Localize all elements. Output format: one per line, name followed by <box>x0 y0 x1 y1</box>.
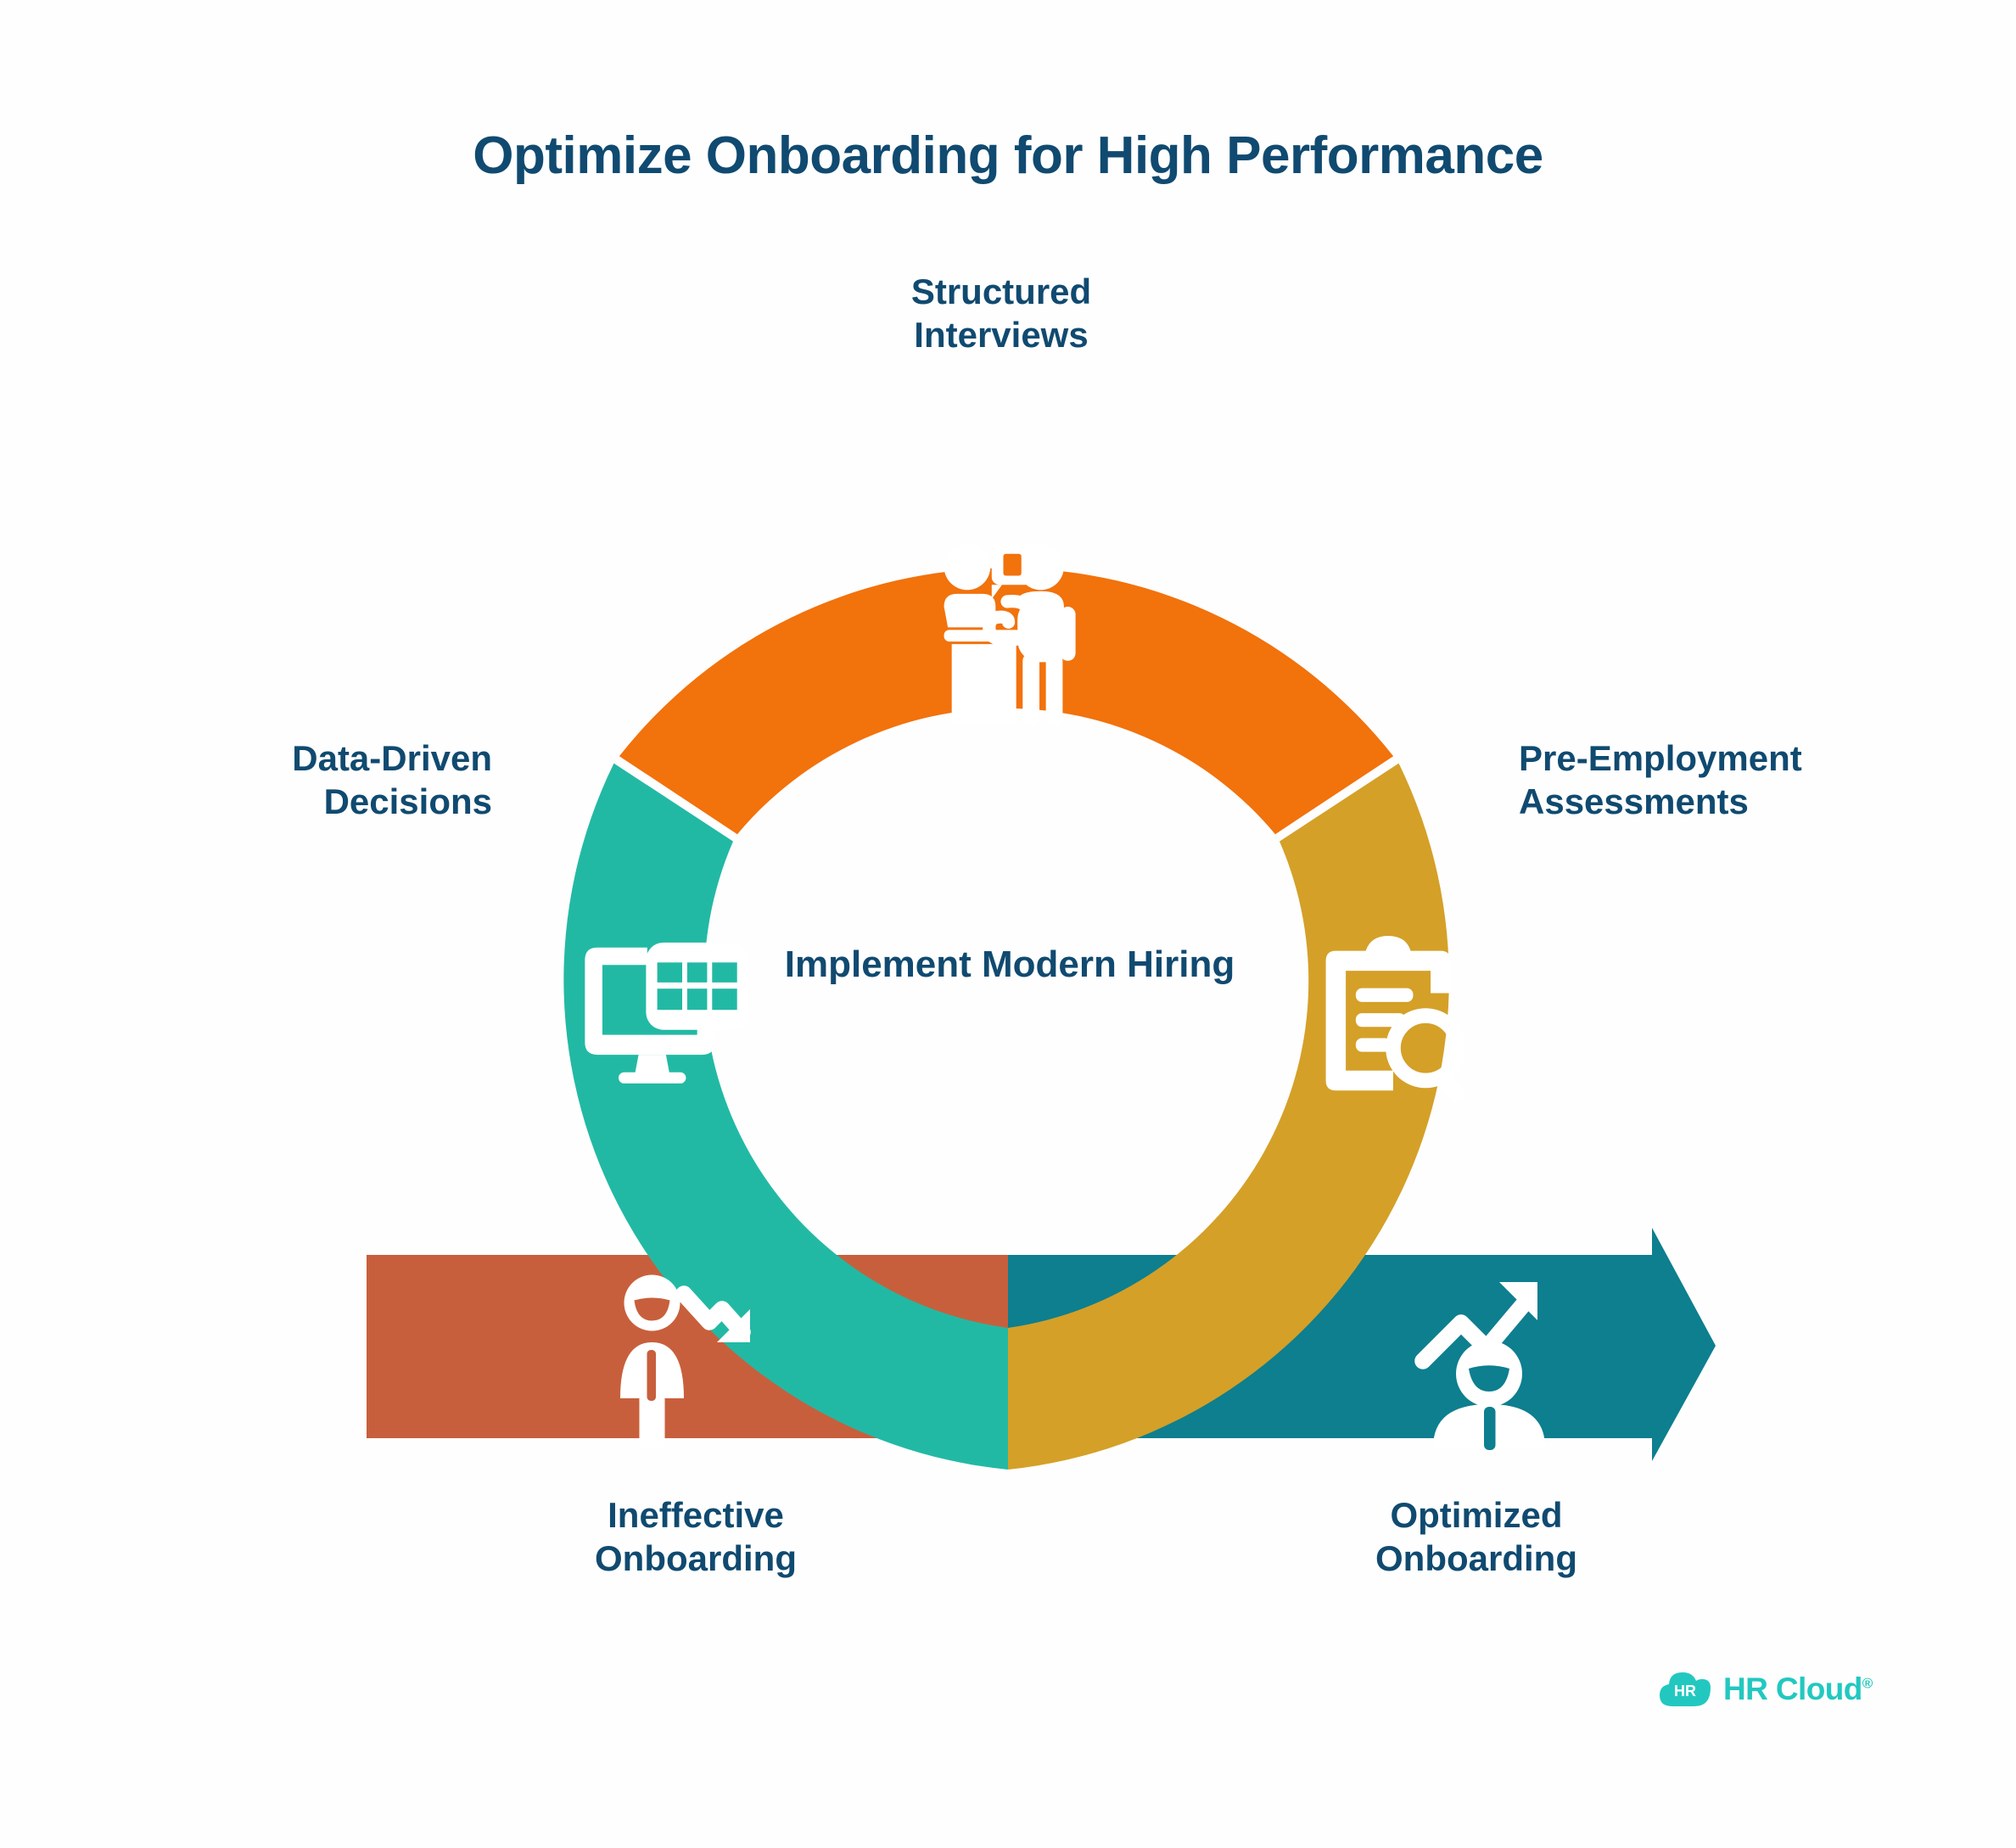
hr-cloud-logo: HR HR Cloud® <box>1659 1670 1873 1709</box>
clipboard-search-icon <box>1325 935 1466 1103</box>
interview-icon <box>944 543 1076 725</box>
bar-label-line: Optimized <box>1390 1495 1563 1535</box>
bar-label-optimized-onboarding: Optimized Onboarding <box>1290 1493 1663 1580</box>
cycle-label-line: Pre-Employment <box>1519 738 1802 778</box>
brand-wordmark-text: HR Cloud <box>1723 1672 1862 1706</box>
cycle-label-line: Interviews <box>914 315 1089 356</box>
cycle-label-structured-interviews: Structured Interviews <box>747 270 1256 356</box>
cycle-label-line: Structured <box>910 272 1092 311</box>
cycle-label-data-driven-decisions: Data-Driven Decisions <box>153 736 492 823</box>
monitor-data-icon <box>585 942 748 1084</box>
cycle-center-label: Implement Modern Hiring <box>784 944 1235 985</box>
person-arrow-down-icon <box>620 1274 751 1449</box>
cycle-label-line: Assessments <box>1519 781 1749 822</box>
cycle-label-pre-employment-assessments: Pre-Employment Assessments <box>1519 736 1875 823</box>
registered-mark: ® <box>1862 1675 1873 1692</box>
cycle-label-line: Data-Driven <box>292 738 492 778</box>
page-title: Optimize Onboarding for High Performance <box>473 126 1543 185</box>
segment-pre-employment-assessments[interactable] <box>1008 763 1449 1470</box>
brand-wordmark: HR Cloud® <box>1723 1672 1873 1707</box>
bar-label-line: Ineffective <box>608 1495 784 1535</box>
person-arrow-up-icon <box>1414 1282 1545 1450</box>
bar-label-line: Onboarding <box>595 1538 797 1579</box>
cloud-badge-text: HR <box>1674 1683 1696 1700</box>
bar-label-ineffective-onboarding: Ineffective Onboarding <box>509 1493 882 1580</box>
cycle-label-line: Decisions <box>323 781 492 822</box>
segment-data-driven-decisions[interactable] <box>563 763 1008 1470</box>
cloud-icon: HR <box>1660 1672 1711 1706</box>
bar-label-line: Onboarding <box>1375 1538 1577 1579</box>
